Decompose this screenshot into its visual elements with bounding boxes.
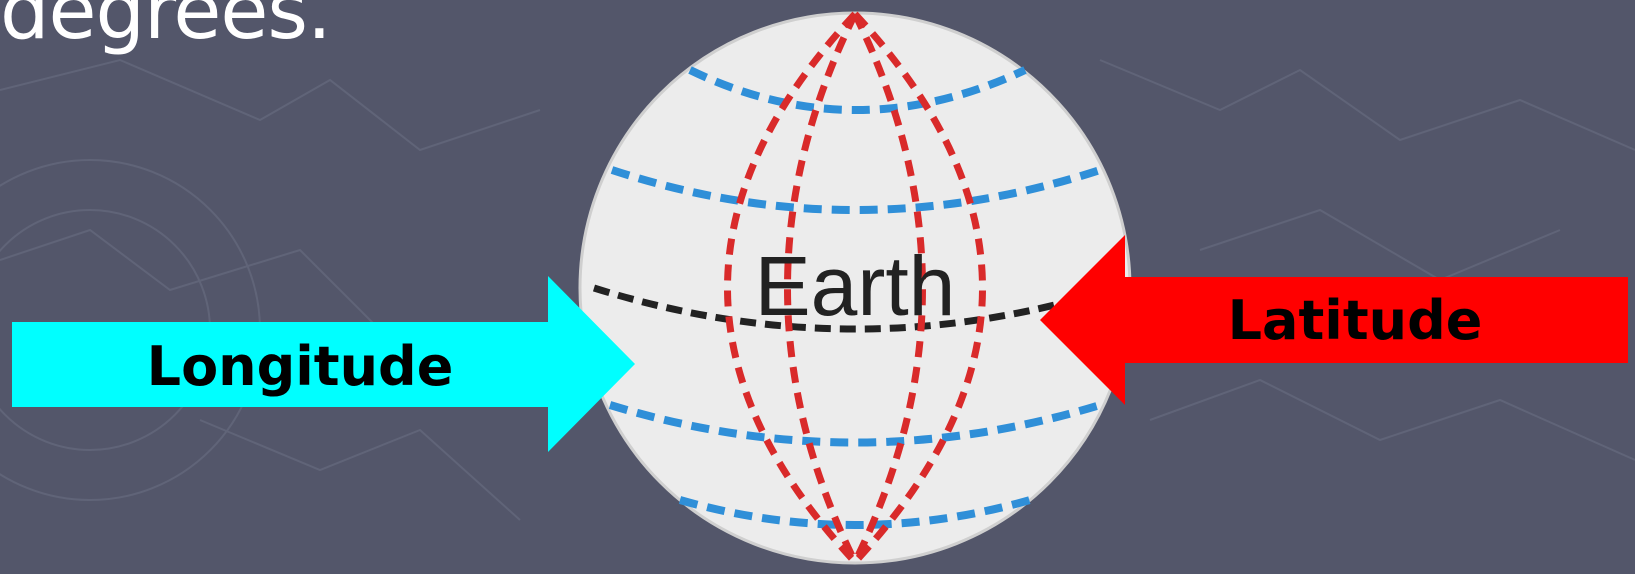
latitude-label: Latitude — [1228, 289, 1483, 352]
globe-label: Earth — [755, 239, 956, 333]
longitude-label: Longitude — [147, 335, 454, 398]
